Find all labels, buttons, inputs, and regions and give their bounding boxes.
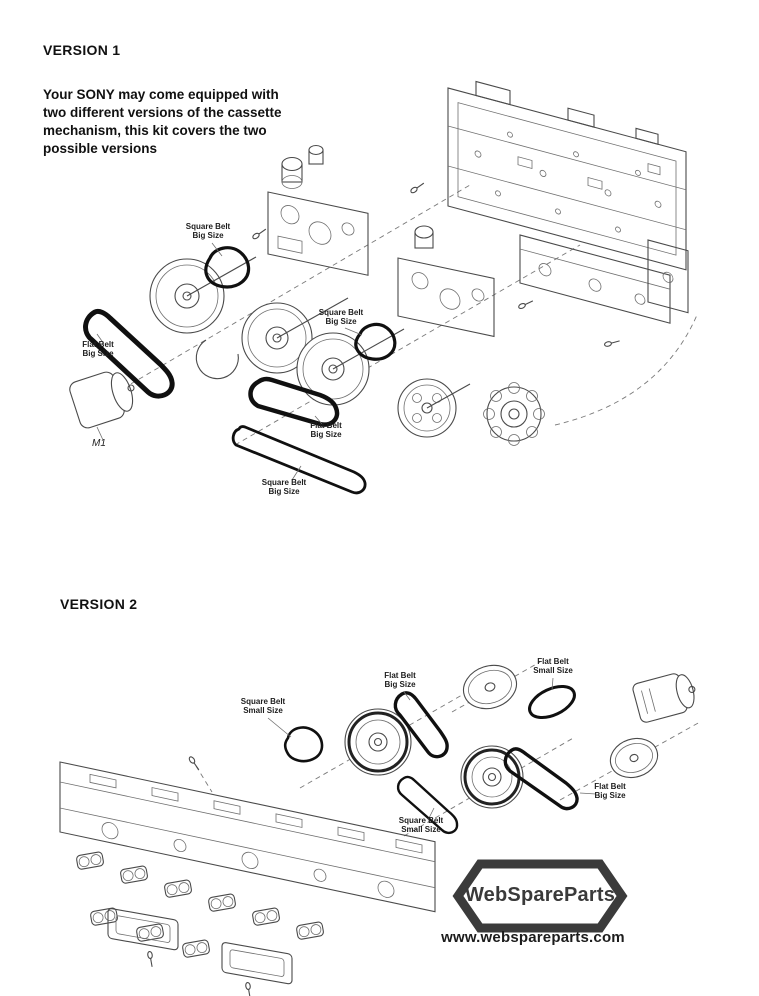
v1-side-bracket bbox=[647, 239, 689, 314]
v1-chassis bbox=[447, 80, 687, 271]
v1-mode-gear bbox=[483, 382, 545, 446]
v1-motor-label: M1 bbox=[92, 438, 106, 449]
v2-label-flat-belt-small: Flat Belt Small Size bbox=[533, 657, 573, 676]
v2-label-flat-belt-big-2: Flat Belt Big Size bbox=[594, 782, 626, 801]
v2-roller-assemblies bbox=[76, 851, 324, 958]
v2-label-square-belt-small-2: Square Belt Small Size bbox=[398, 816, 444, 835]
v1-label-square-belt-1: Square Belt Big Size bbox=[185, 222, 231, 241]
v2-flat-pulley bbox=[462, 664, 518, 710]
v2-square-belt-small-1 bbox=[283, 726, 324, 763]
v2-chassis bbox=[59, 761, 436, 913]
v1-flat-belt-1 bbox=[83, 308, 175, 399]
v1-head-assembly-2 bbox=[397, 225, 495, 338]
v1-screws bbox=[252, 182, 620, 347]
v1-flat-belt-2 bbox=[248, 376, 340, 427]
v1-diagram bbox=[69, 80, 698, 495]
v2-label-flat-belt-big-1: Flat Belt Big Size bbox=[384, 671, 416, 690]
v1-belt-guide bbox=[195, 339, 239, 380]
v2-disc-pulley bbox=[609, 737, 659, 779]
v2-square-belt-small-2 bbox=[396, 775, 459, 835]
v1-leader-lines bbox=[96, 242, 363, 481]
v2-flat-belt-small bbox=[528, 684, 576, 720]
v1-bracket-plate bbox=[519, 234, 671, 324]
v1-label-flat-belt-1: Flat Belt Big Size bbox=[82, 340, 114, 359]
v1-head-assembly-1 bbox=[267, 144, 369, 276]
webspareparts-logo-hexagon bbox=[452, 859, 628, 933]
v1-square-belt-2 bbox=[354, 322, 397, 361]
v2-flywheel-2 bbox=[460, 745, 524, 809]
v2-flat-belt-big-1 bbox=[393, 691, 449, 759]
webspareparts-website: www.webspareparts.com bbox=[441, 929, 625, 946]
version2-title: VERSION 2 bbox=[60, 596, 138, 612]
v1-pulley-d bbox=[397, 378, 471, 438]
v1-axis-lines bbox=[99, 184, 698, 446]
v2-screws bbox=[147, 756, 251, 996]
v1-label-square-belt-2: Square Belt Big Size bbox=[318, 308, 364, 327]
version1-title: VERSION 1 bbox=[43, 42, 121, 58]
v1-flywheel-a bbox=[149, 256, 257, 334]
v2-motor bbox=[632, 673, 696, 723]
version1-description: Your SONY may come equipped with two dif… bbox=[43, 87, 282, 157]
v1-square-belt-1 bbox=[204, 246, 251, 289]
v2-cover-plate-1 bbox=[107, 908, 179, 951]
v2-leader-lines bbox=[267, 677, 597, 821]
v2-flywheel-1 bbox=[344, 708, 412, 776]
v2-flat-belt-big-2 bbox=[503, 747, 579, 811]
v2-diagram bbox=[59, 661, 701, 996]
v1-motor bbox=[69, 371, 135, 441]
v2-cover-plate-2 bbox=[221, 942, 293, 985]
v1-label-flat-belt-2: Flat Belt Big Size bbox=[310, 421, 342, 440]
v1-square-belt-long bbox=[231, 425, 367, 495]
webspareparts-logo-text: WebSpareParts bbox=[464, 884, 616, 906]
v2-label-square-belt-small-1: Square Belt Small Size bbox=[240, 697, 286, 716]
v1-label-square-belt-long: Square Belt Big Size bbox=[261, 478, 307, 497]
v1-flywheel-b bbox=[241, 297, 349, 374]
